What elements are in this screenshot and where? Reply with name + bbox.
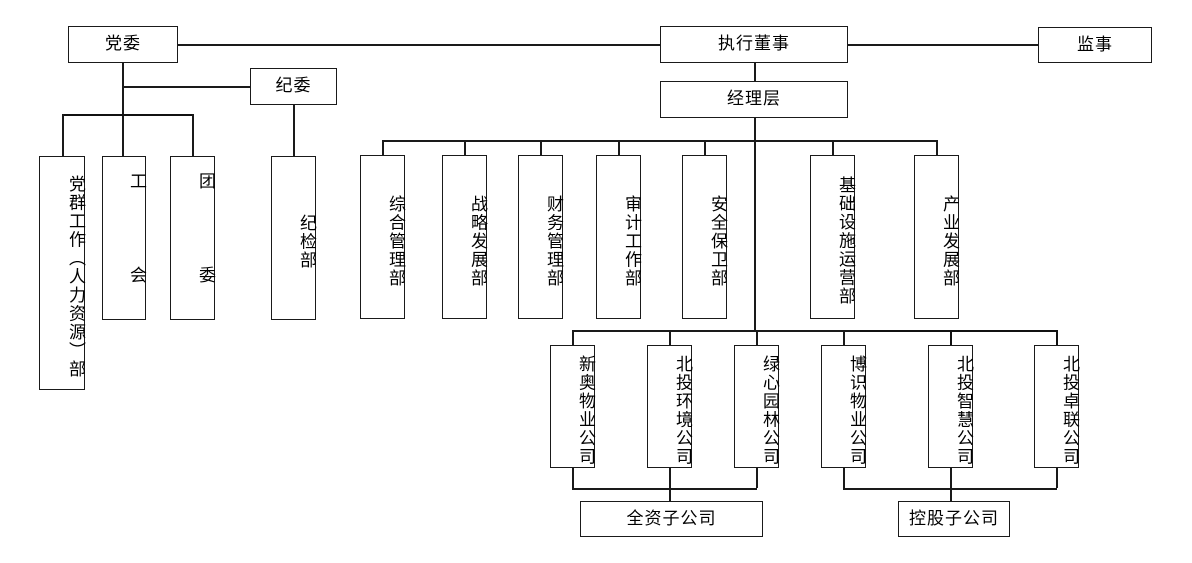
node-subsidiary-beitou-environment[interactable]: 北投环境公司 — [647, 345, 692, 468]
link-party-to-discipline — [122, 86, 250, 88]
bus-wholly-owned — [572, 488, 757, 490]
drop-department-4 — [618, 140, 620, 156]
label-wholly-owned-subsidiaries[interactable]: 全资子公司 — [580, 501, 763, 537]
node-executive-director[interactable]: 执行董事 — [660, 26, 848, 63]
riser-wholly-2 — [669, 468, 671, 488]
drop-department-1 — [382, 140, 384, 156]
node-party-branch-youth[interactable]: 团 委 — [170, 156, 215, 320]
spine-management — [754, 118, 756, 330]
link-party-to-director — [178, 44, 660, 46]
riser-holding-2 — [950, 468, 952, 488]
label-holding-subsidiaries[interactable]: 控股子公司 — [898, 501, 1010, 537]
node-subsidiary-xinao-property[interactable]: 新奥物业公司 — [550, 345, 595, 468]
node-discipline-committee[interactable]: 纪委 — [250, 68, 337, 105]
node-party-branch-hr[interactable]: 党群工作（人力资源）部 — [39, 156, 85, 390]
node-department-strategy[interactable]: 战略发展部 — [442, 155, 487, 319]
node-department-security[interactable]: 安全保卫部 — [682, 155, 727, 319]
stem-discipline-committee — [293, 105, 295, 156]
drop-subsidiary-2 — [669, 330, 671, 345]
drop-subsidiary-3 — [756, 330, 758, 345]
drop-party-branch-3 — [192, 114, 194, 156]
drop-department-5 — [704, 140, 706, 156]
node-department-finance[interactable]: 财务管理部 — [518, 155, 563, 319]
stem-wholly-owned-label — [669, 488, 671, 501]
drop-department-6 — [832, 140, 834, 156]
bus-subsidiaries-holding — [860, 330, 1057, 332]
riser-holding-3 — [1056, 468, 1058, 488]
riser-holding-1 — [843, 468, 845, 488]
node-supervisor[interactable]: 监事 — [1038, 27, 1152, 63]
bus-departments — [382, 140, 937, 142]
stem-party-committee — [122, 63, 124, 156]
node-subsidiary-beitou-smart[interactable]: 北投智慧公司 — [928, 345, 973, 468]
node-discipline-inspection-dept[interactable]: 纪检部 — [271, 156, 316, 320]
node-party-branch-union[interactable]: 工 会 — [102, 156, 146, 320]
drop-subsidiary-4 — [843, 330, 845, 345]
link-director-to-supervisor — [848, 44, 1038, 46]
stem-holding-label — [950, 488, 952, 501]
node-department-industry[interactable]: 产业发展部 — [914, 155, 959, 319]
drop-department-3 — [540, 140, 542, 156]
riser-wholly-1 — [572, 468, 574, 488]
drop-department-2 — [464, 140, 466, 156]
node-management-level[interactable]: 经理层 — [660, 81, 848, 118]
node-party-committee[interactable]: 党委 — [68, 26, 178, 63]
riser-wholly-3 — [756, 468, 758, 488]
node-department-audit[interactable]: 审计工作部 — [596, 155, 641, 319]
node-department-infrastructure[interactable]: 基础设施运营部 — [810, 155, 855, 319]
node-subsidiary-beitou-zhuolian[interactable]: 北投卓联公司 — [1034, 345, 1079, 468]
node-subsidiary-lvxin-garden[interactable]: 绿心园林公司 — [734, 345, 779, 468]
bus-party-branches — [62, 114, 194, 116]
bus-subsidiaries — [572, 330, 862, 332]
stem-director-to-management — [754, 63, 756, 81]
drop-subsidiary-5 — [950, 330, 952, 345]
drop-subsidiary-6 — [1056, 330, 1058, 345]
drop-subsidiary-1 — [572, 330, 574, 345]
node-subsidiary-boshi-property[interactable]: 博识物业公司 — [821, 345, 866, 468]
drop-party-branch-1 — [62, 114, 64, 156]
node-department-general-management[interactable]: 综合管理部 — [360, 155, 405, 319]
drop-department-7 — [936, 140, 938, 156]
